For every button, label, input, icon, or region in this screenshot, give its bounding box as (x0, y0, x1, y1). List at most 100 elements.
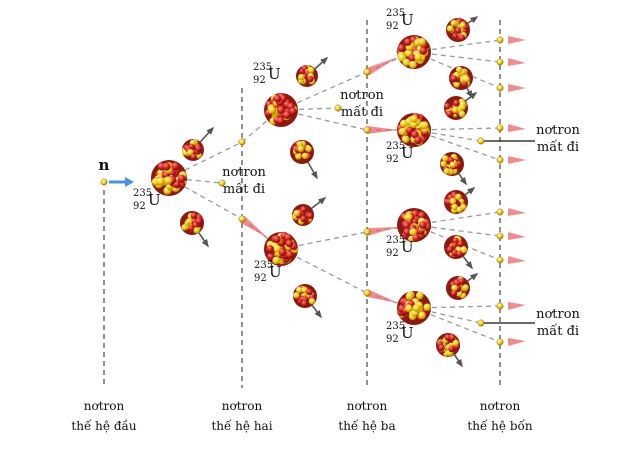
neutron-motion-arrow (507, 124, 526, 132)
neutron-path-line (413, 211, 501, 226)
svg-text:235: 235 (386, 321, 405, 332)
svg-text:92: 92 (386, 21, 399, 32)
svg-text:thế hệ đầu: thế hệ đầu (71, 418, 136, 433)
neutron-path-line (280, 71, 368, 111)
svg-text:U: U (401, 324, 414, 342)
fragment-motion-arrow (311, 197, 327, 209)
neutron-motion-arrow (507, 338, 526, 346)
neutron-icon (363, 126, 371, 134)
fission-fragment-icon (446, 18, 470, 42)
svg-text:nơtron: nơtron (222, 399, 263, 413)
svg-text:U: U (269, 263, 282, 281)
nuclei-layer (100, 16, 526, 368)
neutron-icon (496, 302, 504, 310)
neutron-icon (496, 256, 504, 264)
neutron-motion-arrow (239, 215, 268, 238)
neutron-icon (496, 36, 504, 44)
fragment-motion-arrow (462, 256, 473, 270)
fragment-motion-arrow (465, 92, 478, 102)
neutron-icon (100, 178, 108, 186)
neutron-motion-arrow (507, 208, 526, 216)
svg-text:92: 92 (133, 201, 146, 212)
neutron-icon (363, 228, 371, 236)
generation-label-2: nơtron thế hệ hai (211, 399, 272, 433)
neutron-icon (477, 319, 485, 327)
neutron-motion-arrow (507, 256, 526, 264)
neutron-motion-arrow (507, 58, 526, 66)
generation-label-1: nơtron thế hệ đầu (71, 399, 136, 433)
fragment-motion-arrow (458, 173, 467, 186)
svg-text:nơtron: nơtron (340, 88, 384, 103)
lost-neutron-label-gen4-b: nơtron mất đi (536, 307, 580, 339)
svg-text:235: 235 (386, 141, 405, 152)
fission-fragment-icon (444, 235, 468, 259)
svg-text:nơtron: nơtron (222, 165, 266, 180)
svg-text:thế hệ hai: thế hệ hai (211, 418, 272, 433)
incoming-neutron-arrowhead (125, 177, 134, 187)
svg-text:235: 235 (386, 8, 405, 19)
fragment-motion-arrow (307, 161, 318, 180)
neutron-path-line (413, 224, 501, 237)
fission-fragment-icon (436, 333, 461, 357)
uranium-nucleus-icon (396, 35, 431, 70)
fragment-motion-arrow (314, 56, 329, 70)
fission-fragment-icon (446, 276, 470, 300)
neutron-icon (496, 232, 504, 240)
uranium-nucleus-icon (264, 93, 298, 127)
neutron-icon (496, 338, 504, 346)
svg-text:235: 235 (386, 235, 405, 246)
svg-text:U: U (268, 65, 281, 83)
svg-text:thế hệ bốn: thế hệ bốn (467, 418, 532, 433)
generation-label-4: nơtron thế hệ bốn (467, 399, 532, 433)
neutron-icon (334, 104, 342, 112)
uranium-nucleus-icon (264, 231, 299, 266)
svg-text:U: U (401, 238, 414, 256)
neutron-path-line (280, 248, 368, 294)
neutron-path-line (413, 51, 501, 63)
fragment-motion-arrow (198, 232, 209, 248)
fission-fragment-icon (296, 65, 318, 87)
svg-text:nơtron: nơtron (480, 399, 521, 413)
lost-neutron-leaders (481, 140, 535, 324)
svg-text:mất đi: mất đi (537, 139, 579, 155)
fission-fragment-icon (292, 204, 314, 226)
fragment-motion-arrow (467, 16, 479, 24)
generation-label-3: nơtron thế hệ ba (338, 399, 395, 433)
neutron-motion-arrow (508, 156, 526, 164)
svg-text:thế hệ ba: thế hệ ba (338, 418, 395, 433)
fission-fragment-icon (182, 139, 204, 161)
svg-text:nơtron: nơtron (347, 399, 388, 413)
svg-text:92: 92 (386, 334, 399, 345)
neutron-icon (363, 68, 371, 76)
fission-fragment-icon (290, 140, 314, 164)
fission-fragment-icon (444, 96, 468, 120)
svg-text:mất đi: mất đi (341, 104, 383, 120)
neutron-motion-arrow (508, 84, 526, 92)
svg-text:92: 92 (386, 154, 399, 165)
neutron-icon (238, 138, 246, 146)
neutron-symbol-label: n (99, 156, 110, 174)
neutron-motion-arrow (367, 126, 398, 134)
fragment-motion-arrow (311, 305, 322, 319)
lost-neutron-label-gen3: nơtron mất đi (340, 88, 384, 120)
svg-text:mất đi: mất đi (537, 323, 579, 339)
lost-neutron-label-gen4-a: nơtron mất đi (536, 123, 580, 155)
fragment-motion-arrow (199, 126, 215, 143)
svg-text:92: 92 (386, 248, 399, 259)
svg-text:nơtron: nơtron (84, 399, 125, 413)
neutron-path-line (413, 129, 501, 161)
neutron-icon (238, 215, 246, 223)
svg-text:92: 92 (254, 273, 267, 284)
neutron-path-line (413, 39, 501, 53)
fission-fragment-icon (449, 66, 473, 90)
svg-text:mất đi: mất đi (223, 181, 265, 197)
uranium-nucleus-icon (397, 291, 432, 325)
svg-text:nơtron: nơtron (536, 307, 580, 322)
